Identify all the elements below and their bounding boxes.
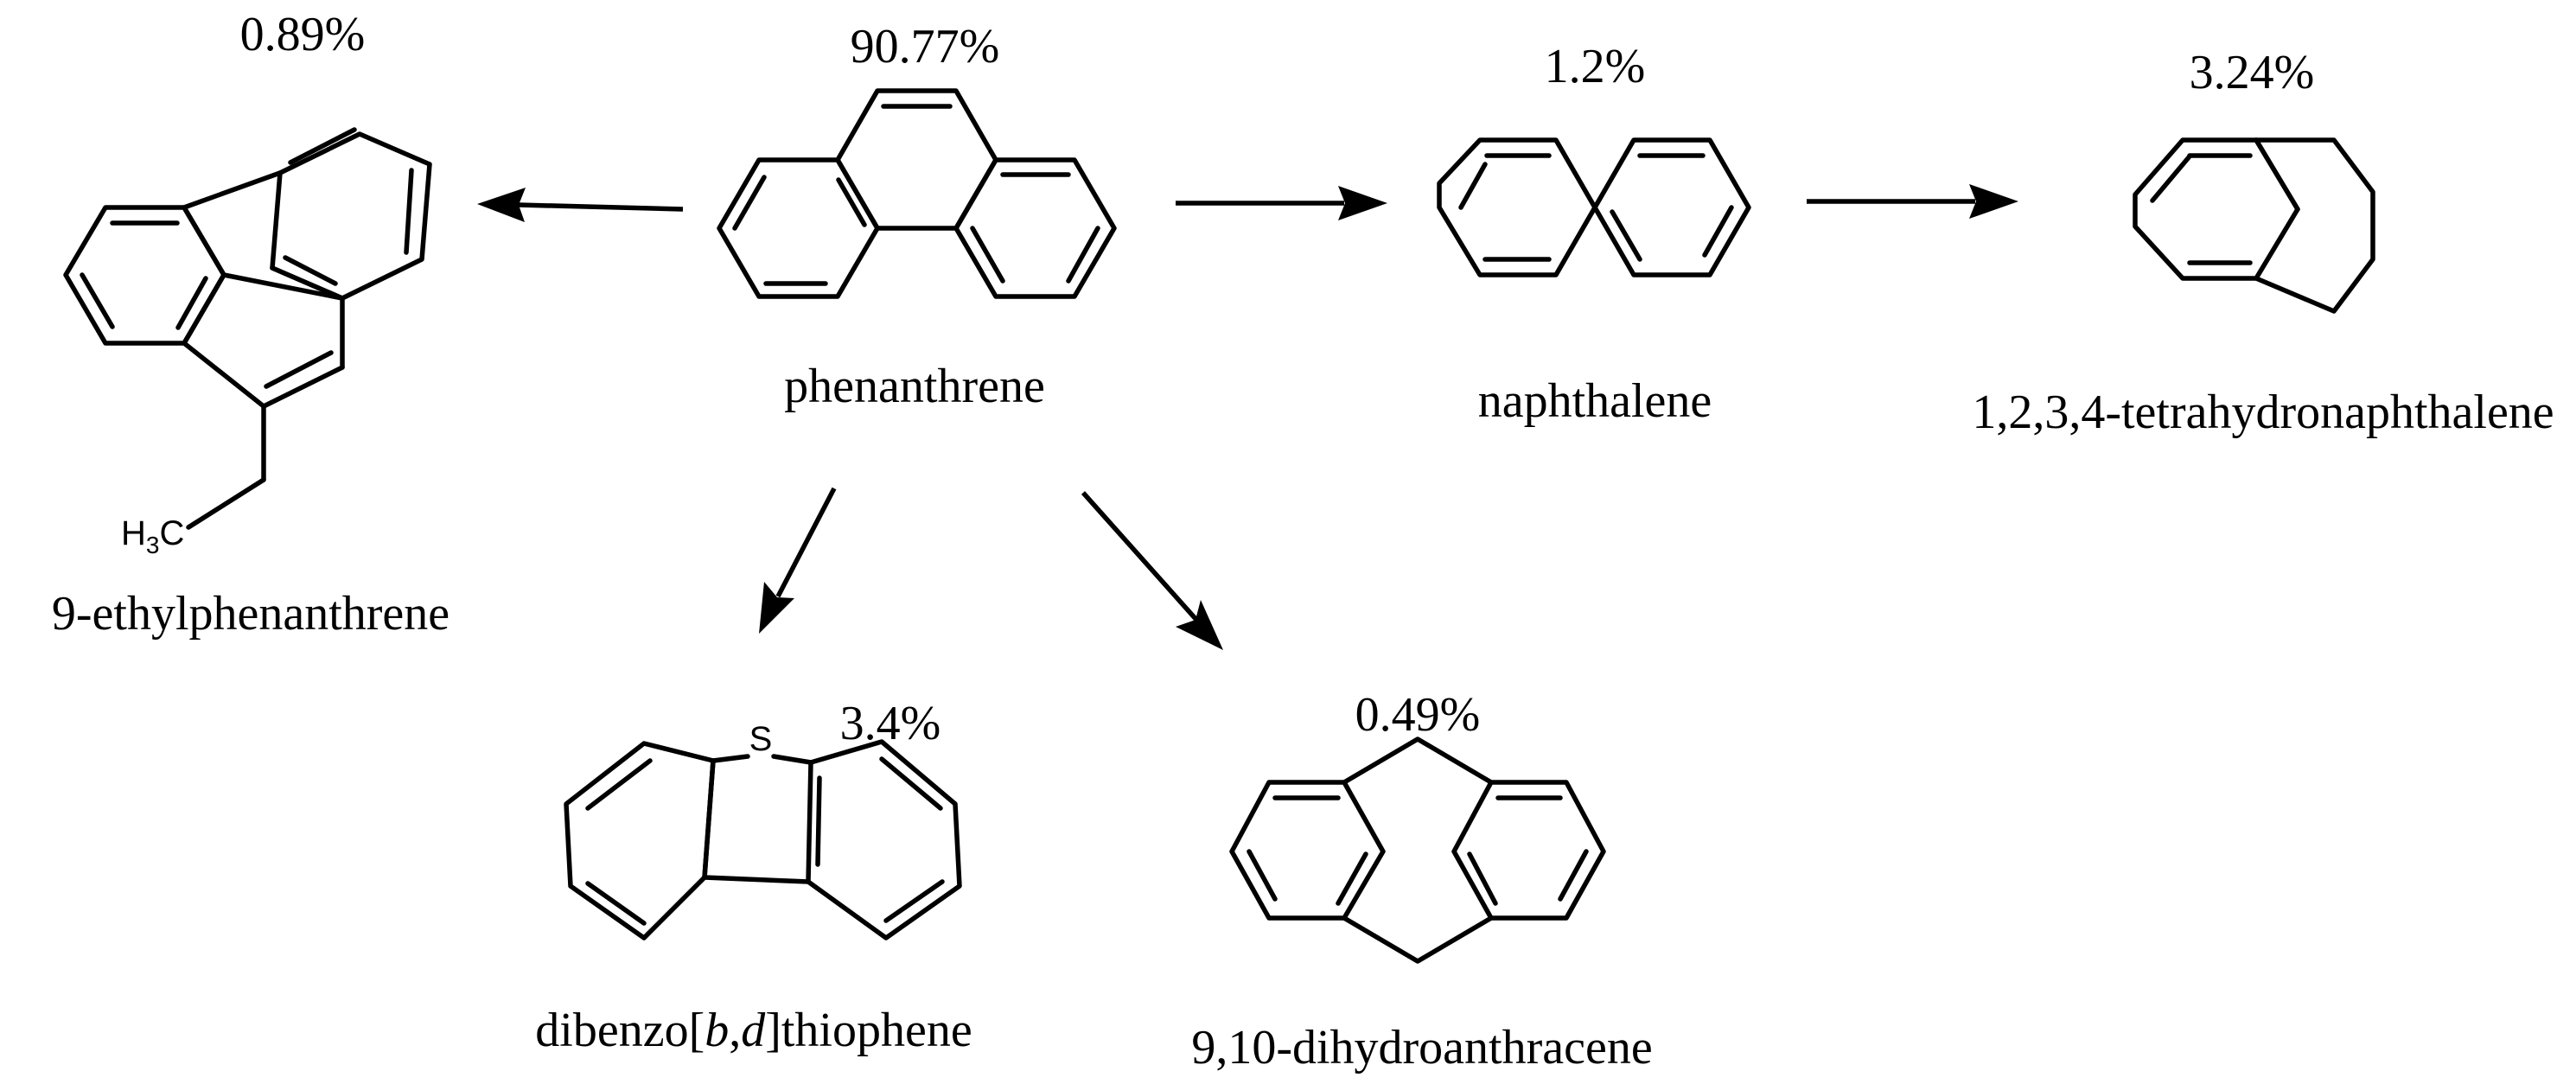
dihydroanthracene-ring-central [1342, 736, 1494, 964]
ethylphenanthrene-label: 9-ethylphenanthrene [52, 587, 450, 641]
methyl-group-label: H3C [121, 514, 184, 558]
dihydroanthracene-ring-right [1451, 780, 1606, 921]
dihydroanthracene-label: 9,10-dihydroanthracene [1191, 1021, 1652, 1074]
tetrahydronaphthalene-saturated-ring [2254, 137, 2375, 314]
dibenzothiophene-ring-left [564, 741, 716, 941]
arrow-phenanthrene-to-dibenzothiophene [759, 487, 837, 634]
tetrahydronaphthalene-label: 1,2,3,4-tetrahydronaphthalene [1972, 386, 2554, 439]
tetrahydronaphthalene-structure: 3.24% 1,2,3,4-tetrahydronaphthalene [1972, 46, 2554, 439]
phenanthrene-ring-top [835, 88, 998, 231]
phenanthrene-label: phenanthrene [784, 360, 1045, 413]
naphthalene-percent: 1.2% [1545, 40, 1646, 93]
arrow-phenanthrene-to-ethylphenanthrene [477, 188, 684, 222]
phenanthrene-percent: 90.77% [851, 20, 1000, 73]
dihydroanthracene-ring-left [1229, 780, 1386, 921]
arrow-phenanthrene-to-naphthalene [1176, 186, 1387, 220]
ethylphenanthrene-ring-top [270, 127, 432, 301]
naphthalene-ring-left [1437, 137, 1597, 277]
tetrahydronaphthalene-percent: 3.24% [2190, 46, 2315, 99]
ethyl-group [186, 404, 266, 530]
dihydroanthracene-percent: 0.49% [1355, 688, 1481, 742]
arrow-phenanthrene-to-dihydroanthracene [1081, 491, 1223, 650]
naphthalene-structure: 1.2% naphthalene [1437, 40, 1751, 428]
phenanthrene-structure: 90.77% phenanthrene [717, 20, 1117, 413]
arrow-naphthalene-to-tetrahydronaphthalene [1807, 184, 2018, 219]
dihydroanthracene-structure: 0.49% 9,10-dihydroanthracene [1191, 688, 1652, 1074]
ethylphenanthrene-ring-left [63, 205, 226, 346]
phenanthrene-ring-left [717, 157, 880, 299]
thiophene-ring [702, 754, 813, 884]
naphthalene-ring-right [1592, 137, 1751, 277]
ethylphenanthrene-ring-middle [182, 170, 345, 409]
ethylphenanthrene-percent: 0.89% [240, 8, 366, 61]
dibenzothiophene-structure: S 3.4% dibenzo[b,d]thiophene [535, 697, 972, 1057]
dibenzothiophene-label: dibenzo[b,d]thiophene [535, 1004, 972, 1057]
sulfur-atom-label: S [749, 720, 773, 758]
phenanthrene-ring-right [953, 157, 1117, 299]
dibenzothiophene-ring-right [806, 739, 962, 941]
ethylphenanthrene-structure: H3C 0.89% 9-ethylphenanthrene [52, 8, 450, 641]
dibenzothiophene-percent: 3.4% [840, 697, 941, 750]
naphthalene-label: naphthalene [1478, 374, 1712, 428]
tetrahydronaphthalene-aromatic-ring [2133, 137, 2300, 281]
